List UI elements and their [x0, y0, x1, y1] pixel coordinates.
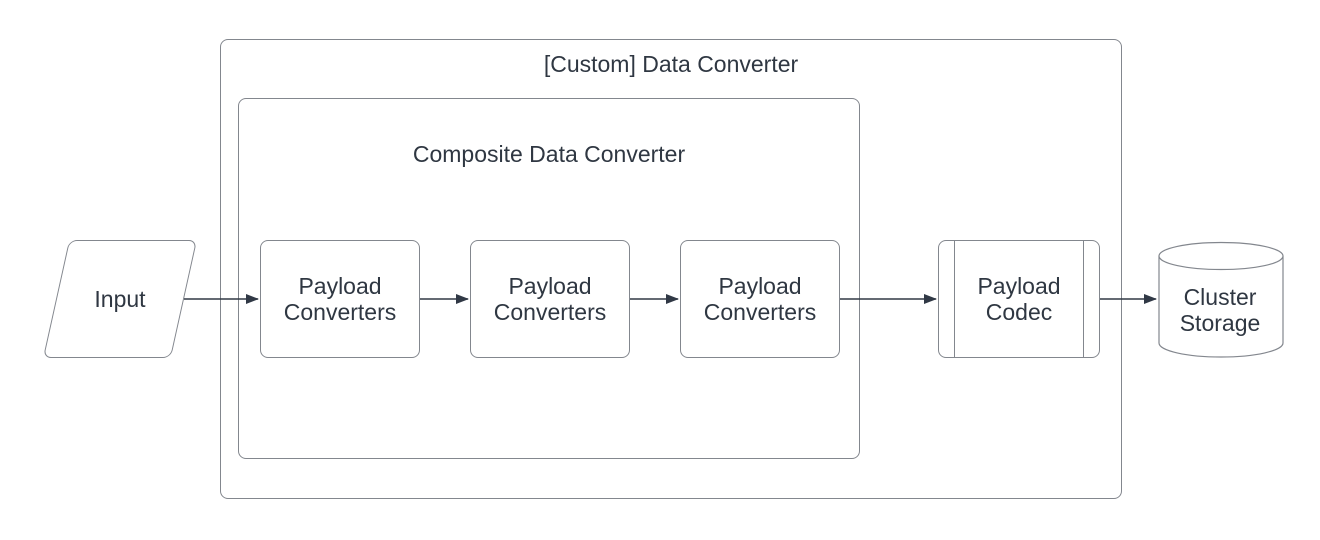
cylinder-body	[1158, 256, 1284, 358]
cluster-storage-cylinder-shape	[1158, 241, 1284, 358]
payload-converters-node-3: Payload Converters	[680, 240, 840, 358]
payload-converters-label-2: Payload Converters	[493, 273, 607, 325]
input-node-label: Input	[94, 286, 146, 312]
cylinder-top-ellipse	[1158, 241, 1284, 271]
payload-codec-node: Payload Codec	[938, 240, 1100, 358]
payload-codec-label: Payload Codec	[977, 273, 1061, 325]
composite-data-converter-title: Composite Data Converter	[412, 141, 686, 167]
codec-right-inset-line	[1083, 241, 1084, 357]
payload-converters-label-1: Payload Converters	[283, 273, 397, 325]
codec-left-inset-line	[954, 241, 955, 357]
custom-data-converter-title: [Custom] Data Converter	[543, 51, 799, 77]
payload-converters-label-3: Payload Converters	[703, 273, 817, 325]
payload-converters-node-1: Payload Converters	[260, 240, 420, 358]
payload-converters-node-2: Payload Converters	[470, 240, 630, 358]
cluster-storage-label: Cluster Storage	[1179, 284, 1261, 336]
